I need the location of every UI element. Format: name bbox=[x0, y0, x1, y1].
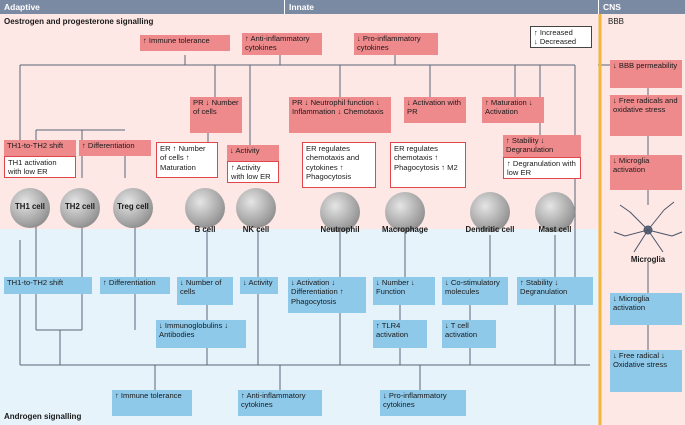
cns-free-radicals-top: ↓ Free radicals and oxidative stress bbox=[610, 95, 682, 136]
top-mast-white: ↑ Degranulation with low ER bbox=[503, 157, 581, 179]
top-nk-white: ↑ Activity with low ER bbox=[227, 161, 279, 183]
neutrophil-label: Neutrophil bbox=[320, 225, 360, 234]
top-neutrophil-red: PR ↓ Neutrophil function ↓ Inflammation … bbox=[289, 97, 391, 133]
top-dendritic-red: ↑ Maturation ↓ Activation bbox=[482, 97, 544, 123]
th2-cell-icon bbox=[60, 188, 100, 228]
top-macrophage-white: ER regulates chemotaxis ↑ Phagocytosis ↑… bbox=[390, 142, 466, 188]
top-th-shift: TH1-to-TH2 shift bbox=[4, 140, 76, 156]
cns-bbb-permeability: ↓ BBB permeability bbox=[610, 60, 682, 88]
top-er-b-cell: ER ↑ Number of cells ↑ Maturation bbox=[156, 142, 218, 178]
b-cell-icon bbox=[185, 188, 225, 228]
section-title-top: Oestrogen and progesterone signalling bbox=[4, 17, 154, 26]
microglia-label: Microglia bbox=[630, 255, 666, 264]
top-pr-b-cell: PR ↓ Number of cells bbox=[190, 97, 242, 133]
cns-free-radical-bottom: ↓ Free radical ↓ Oxidative stress bbox=[610, 350, 682, 392]
cns-microglia-top: ↓ Microglia activation bbox=[610, 155, 682, 190]
nk-cell-icon bbox=[236, 188, 276, 228]
section-title-bottom: Androgen signalling bbox=[4, 412, 82, 421]
bottom-anti-inflammatory: ↑ Anti-inflammatory cytokines bbox=[238, 390, 322, 416]
dendritic-cell-label: Dendritic cell bbox=[465, 225, 515, 234]
top-anti-inflammatory: ↑ Anti-inflammatory cytokines bbox=[242, 33, 322, 55]
nk-cell-label: NK cell bbox=[242, 225, 270, 234]
bottom-dendritic: ↓ Co-stimulatory molecules bbox=[442, 277, 508, 305]
top-mast-red: ↑ Stability ↓ Degranulation bbox=[503, 135, 581, 157]
top-th-activation: TH1 activation with low ER bbox=[4, 156, 76, 178]
top-pro-inflammatory: ↓ Pro-inflammatory cytokines bbox=[354, 33, 438, 55]
treg-cell-label: Treg cell bbox=[117, 202, 149, 211]
bottom-tlr4: ↑ TLR4 activation bbox=[373, 320, 427, 348]
top-immune-tolerance: ↑ Immune tolerance bbox=[140, 35, 230, 51]
cns-microglia-bottom: ↓ Microglia activation bbox=[610, 293, 682, 325]
b-cell-label: B cell bbox=[194, 225, 216, 234]
dendritic-cell-icon bbox=[470, 192, 510, 232]
macrophage-label: Macrophage bbox=[382, 225, 428, 234]
top-nk-red: ↓ Activity bbox=[227, 145, 279, 161]
bbb-label: BBB bbox=[608, 17, 625, 26]
bottom-pro-inflammatory: ↓ Pro-inflammatory cytokines bbox=[380, 390, 466, 416]
bottom-differentiation: ↑ Differentiation bbox=[100, 277, 170, 294]
legend-increased: ↑ Increased bbox=[534, 28, 573, 37]
th2-cell-label: TH2 cell bbox=[65, 202, 95, 211]
treg-cell-icon bbox=[113, 188, 153, 228]
bottom-immune-tolerance: ↑ Immune tolerance bbox=[112, 390, 192, 416]
header-innate: Innate bbox=[285, 0, 598, 14]
bottom-tcell: ↓ T cell activation bbox=[442, 320, 496, 348]
bottom-immunoglobulins: ↓ Immunoglobulins ↓ Antibodies bbox=[156, 320, 246, 348]
legend-decreased: ↓ Decreased bbox=[534, 37, 577, 46]
th1-cell-label: TH1 cell bbox=[15, 202, 45, 211]
header-cns: CNS bbox=[599, 0, 685, 14]
neutrophil-icon bbox=[320, 192, 360, 232]
top-macrophage-red: ↓ Activation with PR bbox=[404, 97, 466, 123]
bottom-macrophage: ↓ Number ↓ Function bbox=[373, 277, 435, 305]
bottom-th-shift: TH1-to-TH2 shift bbox=[4, 277, 92, 294]
bottom-neutrophil: ↓ Activation ↓ Differentiation ↑ Phagocy… bbox=[288, 277, 366, 313]
bottom-b-cells: ↓ Number of cells bbox=[177, 277, 233, 305]
mast-cell-icon bbox=[535, 192, 575, 232]
legend: ↑ Increased ↓ Decreased bbox=[530, 26, 592, 48]
bottom-nk: ↓ Activity bbox=[240, 277, 278, 294]
top-differentiation: ↑ Differentiation bbox=[79, 140, 151, 156]
top-neutrophil-white: ER regulates chemotaxis and cytokines ↑ … bbox=[302, 142, 376, 188]
th1-cell-icon bbox=[10, 188, 50, 228]
header-adaptive: Adaptive bbox=[0, 0, 284, 14]
macrophage-icon bbox=[385, 192, 425, 232]
mast-cell-label: Mast cell bbox=[538, 225, 572, 234]
bottom-mast: ↑ Stability ↓ Degranulation bbox=[517, 277, 593, 305]
